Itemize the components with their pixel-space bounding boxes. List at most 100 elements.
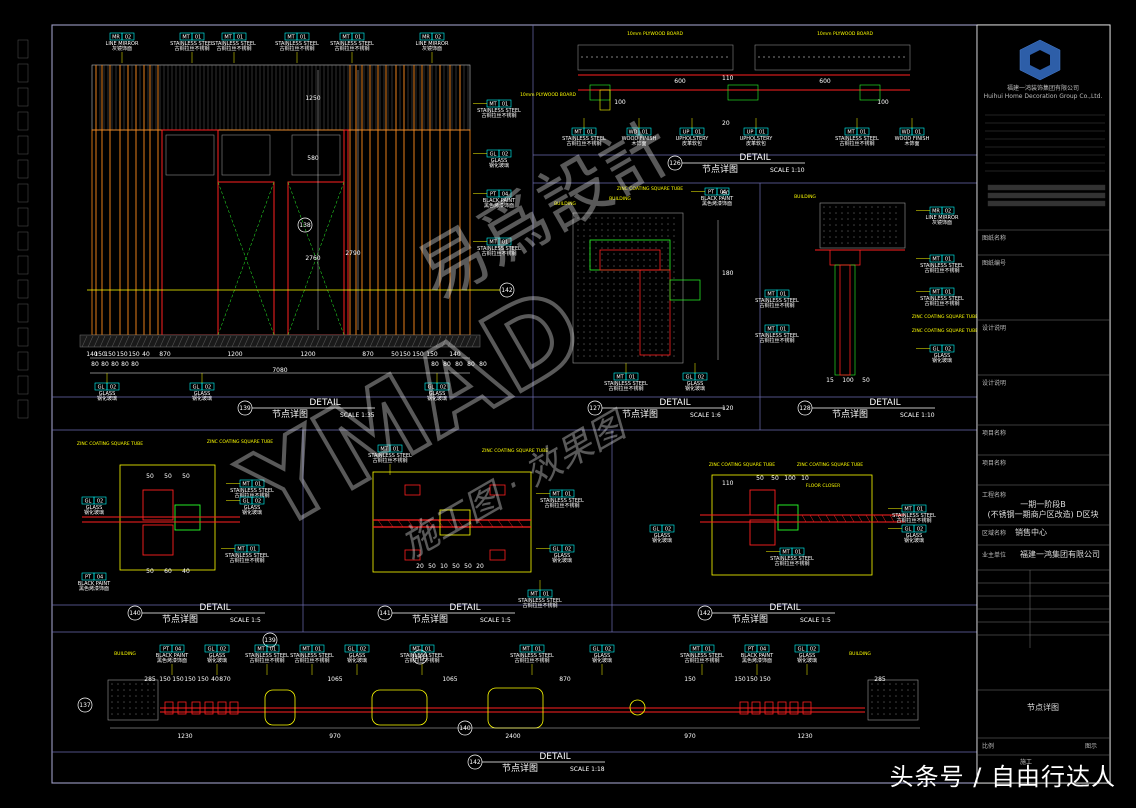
concrete-dot	[577, 223, 579, 225]
dim-value: 120	[722, 405, 734, 412]
tag-num-box	[638, 127, 652, 136]
concrete-dot	[883, 230, 885, 232]
floor-hatch	[471, 335, 478, 348]
concrete-dot	[871, 707, 873, 709]
tag-code: GL	[243, 499, 250, 505]
floor-hatch	[99, 335, 106, 348]
glass-hatch	[873, 514, 879, 523]
floor-hatch	[363, 335, 370, 348]
anchor-plate	[404, 549, 421, 561]
concrete-dot	[636, 56, 638, 58]
glass-hatch	[407, 519, 414, 528]
dim-value: 150	[734, 676, 746, 683]
tag-cn: 灰镜饰面	[112, 45, 132, 52]
concrete-dot	[619, 253, 621, 255]
ruler-cell	[17, 375, 29, 395]
concrete-dot	[637, 235, 639, 237]
concrete-dot	[595, 271, 597, 273]
detail-scale: SCALE 1:18	[570, 766, 605, 773]
note-text: BUILDING	[609, 196, 631, 202]
dim-value: 100	[614, 99, 626, 106]
concrete-dot	[595, 337, 597, 339]
concrete-dot	[883, 683, 885, 685]
tag-cn: 钢化玻璃	[797, 657, 817, 664]
concrete-dot	[871, 713, 873, 715]
concrete-dot	[901, 701, 903, 703]
floor-hatch	[183, 335, 190, 348]
tag-num-box	[356, 644, 370, 653]
dim-value: 20	[416, 563, 424, 570]
concrete-dot	[865, 218, 867, 220]
mullion	[777, 701, 787, 715]
concrete-dot	[135, 707, 137, 709]
concrete-dot	[607, 355, 609, 357]
concrete-dot	[619, 217, 621, 219]
steel-tube	[142, 524, 174, 556]
concrete-dot	[619, 247, 621, 249]
concrete-dot	[667, 271, 669, 273]
tag-num-box	[601, 644, 615, 653]
callout-number: 141	[414, 654, 426, 661]
concrete-dot	[631, 259, 633, 261]
concrete-dot	[883, 701, 885, 703]
concrete-dot	[868, 56, 870, 58]
concrete-dot	[589, 331, 591, 333]
tag-en: GLASS	[594, 653, 611, 659]
concrete-dot	[595, 277, 597, 279]
tag-code: MT	[489, 240, 497, 246]
tag-code: PT	[748, 647, 755, 653]
hatched-bar	[987, 192, 1106, 199]
concrete-dot	[589, 325, 591, 327]
mullion	[204, 701, 214, 715]
concrete-dot	[625, 289, 627, 291]
concrete-dot	[649, 253, 651, 255]
concrete-dot	[883, 689, 885, 691]
floor-hatch	[255, 335, 262, 348]
concrete-dot	[643, 241, 645, 243]
concrete-dot	[637, 277, 639, 279]
tag-en: GLASS	[554, 553, 571, 559]
concrete-dot	[625, 355, 627, 357]
concrete-dot	[667, 253, 669, 255]
concrete-dot	[649, 337, 651, 339]
tag-num-box	[691, 127, 705, 136]
concrete-dot	[661, 253, 663, 255]
concrete-dot	[589, 217, 591, 219]
floor-hatch	[315, 335, 322, 348]
zinc-tube	[777, 504, 799, 531]
concrete-dot	[583, 247, 585, 249]
tag-cn: 古铜拉丝不锈钢	[481, 250, 516, 257]
note-text: ZINC COATING SQUARE TUBE	[617, 186, 683, 192]
concrete-dot	[625, 307, 627, 309]
concrete-dot	[865, 206, 867, 208]
concrete-dot	[656, 56, 658, 58]
tag-code: MT	[224, 35, 232, 41]
concrete-dot	[607, 247, 609, 249]
concrete-dot	[889, 695, 891, 697]
dim-value: 870	[219, 676, 231, 683]
concrete-dot	[589, 307, 591, 309]
concrete-dot	[841, 236, 843, 238]
concrete-dot	[649, 343, 651, 345]
tag-num-box	[913, 504, 927, 513]
concrete-dot	[655, 235, 657, 237]
concrete-dot	[583, 259, 585, 261]
concrete-dot	[583, 277, 585, 279]
concrete-dot	[661, 343, 663, 345]
tag-code: MR	[422, 35, 430, 41]
dim-value: 40	[142, 351, 150, 358]
floor-hatch	[267, 335, 274, 348]
tag-num: 02	[502, 152, 508, 158]
building-column	[867, 679, 919, 721]
mullion	[802, 701, 812, 715]
concrete-dot	[631, 271, 633, 273]
concrete-dot	[596, 56, 598, 58]
concrete-dot	[847, 242, 849, 244]
tag-code: MR	[932, 209, 940, 215]
